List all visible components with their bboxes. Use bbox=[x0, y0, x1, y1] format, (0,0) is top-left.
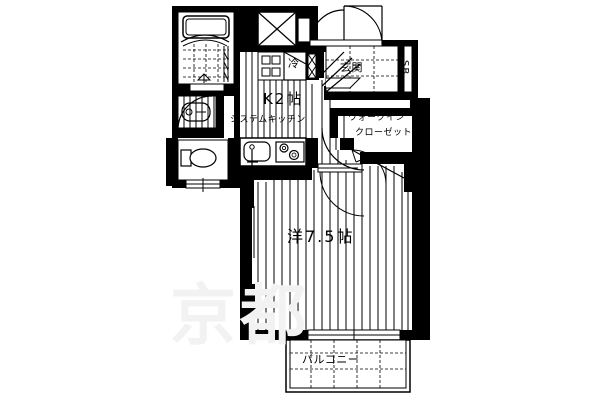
entrance-floor bbox=[325, 45, 399, 93]
label-walk-in-closet-line1: ウォークイン bbox=[348, 113, 406, 123]
label-entrance: 玄関 bbox=[340, 61, 363, 74]
wic-door bbox=[351, 149, 405, 185]
entrance-step bbox=[317, 51, 361, 93]
partition-column bbox=[307, 53, 317, 79]
fridge-space bbox=[257, 51, 307, 81]
label-shoe-box: SB bbox=[399, 60, 410, 76]
label-kitchen: K2帖 bbox=[263, 90, 304, 108]
label-refrigerator: 冷 bbox=[288, 57, 300, 70]
washing-machine bbox=[257, 11, 311, 47]
unit-bath bbox=[177, 11, 235, 92]
living-door bbox=[317, 127, 365, 217]
label-system-kitchen: システムキッチン bbox=[230, 115, 306, 125]
watermark: 京都 bbox=[170, 277, 310, 354]
window-markers bbox=[240, 206, 259, 258]
door-swing-hall bbox=[177, 95, 213, 129]
toilet bbox=[177, 139, 229, 192]
entrance-door bbox=[309, 5, 383, 47]
label-living-room: 洋7.5帖 bbox=[287, 227, 355, 246]
hall-floor-hatch bbox=[335, 116, 345, 150]
shoe-box bbox=[403, 45, 413, 93]
label-balcony: バルコニー bbox=[302, 353, 360, 366]
balcony bbox=[285, 339, 411, 393]
system-kitchen bbox=[239, 137, 307, 167]
label-walk-in-closet-line2: クローゼット bbox=[355, 128, 413, 138]
kitchen-floor-hatch bbox=[183, 96, 215, 128]
